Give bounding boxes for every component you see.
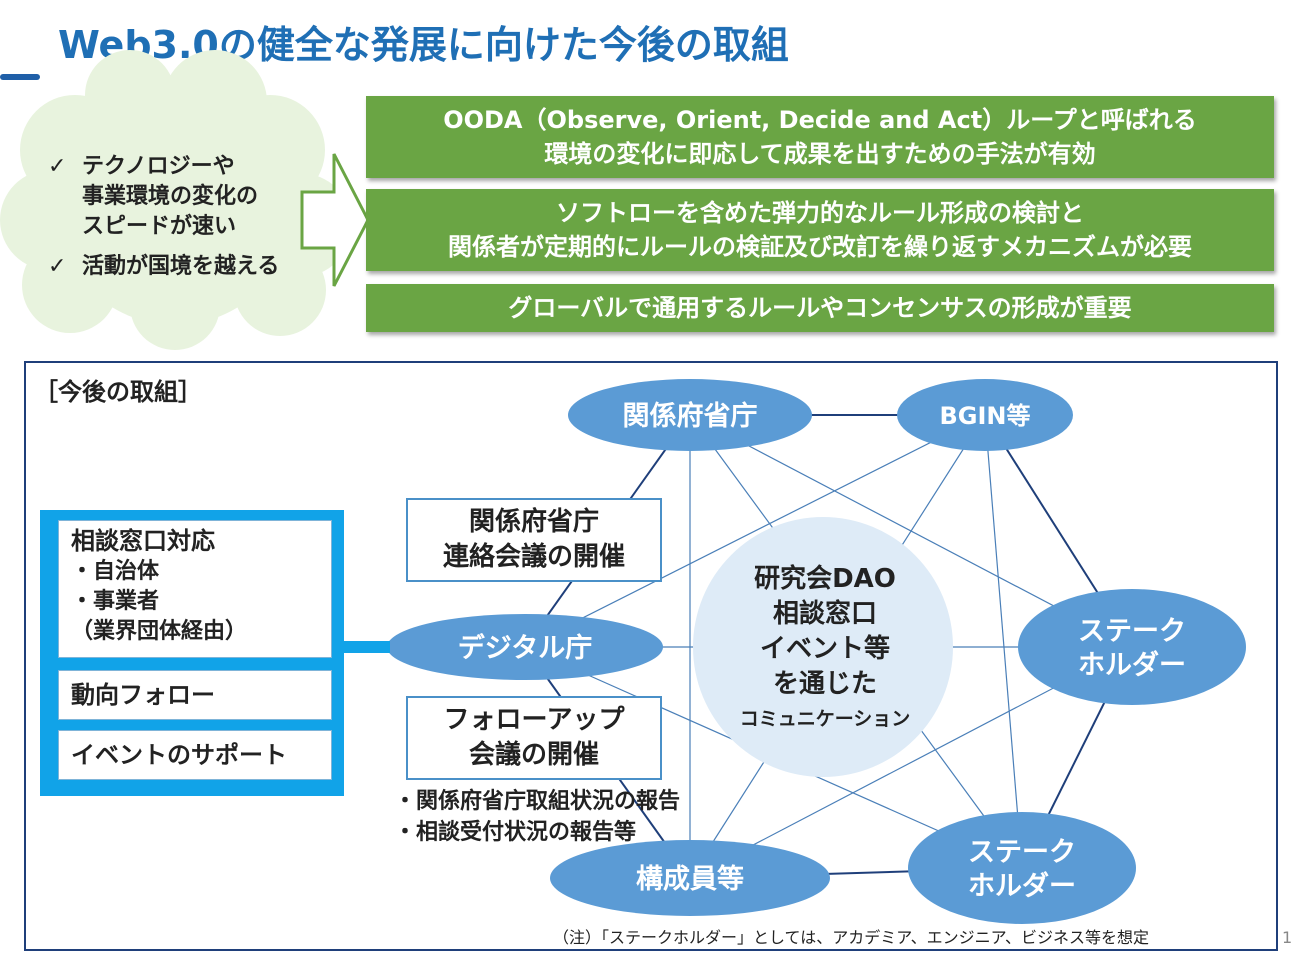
cloud-list: ✓ テクノロジーや 事業環境の変化の スピードが速い ✓ 活動が国境を越える [48, 152, 279, 292]
green-box-line: OODA（Observe, Orient, Decide and Act）ループ… [443, 106, 1197, 134]
liaison-meeting-box: 関係府省庁 連絡会議の開催 [406, 498, 662, 582]
node-digital-agency [387, 614, 663, 680]
cloud-item-text: テクノロジーや 事業環境の変化の スピードが速い [82, 154, 259, 239]
node-label: ステーク [1078, 616, 1186, 647]
node-ministries [568, 379, 812, 451]
panel-connector [344, 641, 390, 653]
page-number: 1 [1282, 928, 1293, 947]
page-title: Web3.0の健全な発展に向けた今後の取組 [58, 23, 789, 67]
green-box-line: 環境の変化に即応して成果を出すための手法が有効 [544, 140, 1096, 168]
cloud-item-text: 活動が国境を越える [82, 254, 280, 279]
center-text: 研究会DAO 相談窓口 イベント等 を通じた コミュニケーション [720, 562, 930, 737]
node-stakeholder-1 [1018, 589, 1246, 705]
footnote: （注）「ステークホルダー」としては、アカデミア、エンジニア、ビジネス等を想定 [553, 928, 1150, 947]
node-label: ホルダー [968, 870, 1076, 902]
consultation-box: 相談窓口対応 ・自治体 ・事業者 （業界団体経由） [58, 520, 332, 658]
green-box-line: ソフトローを含めた弾力的なルール形成の検討と [556, 199, 1084, 227]
followup-note: ・相談受付状況の報告等 [394, 820, 637, 845]
consultation-item: （業界団体経由） [71, 619, 248, 644]
meeting-line: 連絡会議の開催 [442, 542, 625, 572]
center-line: 相談窓口 [772, 599, 877, 629]
node-label: 関係府省庁 [623, 400, 758, 432]
title-accent-bar [0, 74, 40, 80]
center-line: を通じた [772, 669, 877, 699]
meeting-line: フォローアップ [443, 705, 625, 735]
green-box-line: グローバルで通用するルールやコンセンサスの形成が重要 [508, 294, 1132, 322]
followup-notes: ・関係府省庁取組状況の報告 ・相談受付状況の報告等 [394, 786, 680, 848]
followup-note: ・関係府省庁取組状況の報告 [394, 789, 681, 814]
consultation-item: ・自治体 [71, 559, 160, 584]
node-label: デジタル庁 [458, 632, 592, 664]
green-box-line: 関係者が定期的にルールの検証及び改訂を繰り返すメカニズムが必要 [448, 233, 1192, 261]
future-actions-frame [24, 361, 1278, 951]
consultation-item: ・事業者 [71, 589, 160, 614]
node-label: BGIN等 [939, 402, 1030, 430]
node-label: ステーク [968, 837, 1076, 868]
followup-meeting-box: フォローアップ 会議の開催 [406, 696, 662, 780]
node-bgin [897, 379, 1073, 451]
node-label: 構成員等 [636, 863, 744, 895]
cloud-item: ✓ 活動が国境を越える [48, 252, 279, 282]
consultation-head: 相談窓口対応 [71, 527, 215, 555]
center-circle [693, 517, 953, 777]
meeting-line: 関係府省庁 [468, 507, 599, 537]
node-members [550, 840, 830, 916]
event-support-box: イベントのサポート [58, 730, 332, 780]
green-box-ooda: OODA（Observe, Orient, Decide and Act）ループ… [366, 96, 1274, 178]
center-line-small: コミュニケーション [739, 708, 911, 730]
node-stakeholder-2 [908, 812, 1136, 924]
section-label: ［今後の取組］ [34, 378, 202, 406]
check-icon: ✓ [48, 154, 67, 179]
cloud-item: ✓ テクノロジーや 事業環境の変化の スピードが速い [48, 152, 279, 242]
center-line: 研究会DAO [754, 564, 896, 594]
meeting-line: 会議の開催 [468, 740, 599, 770]
green-box-softlaw: ソフトローを含めた弾力的なルール形成の検討と 関係者が定期的にルールの検証及び改… [366, 189, 1274, 271]
center-line: イベント等 [759, 634, 890, 664]
trend-follow-box: 動向フォロー [58, 670, 332, 720]
green-box-global: グローバルで通用するルールやコンセンサスの形成が重要 [366, 284, 1274, 332]
node-label: ホルダー [1078, 649, 1186, 681]
right-arrow-icon [300, 153, 370, 287]
check-icon: ✓ [48, 254, 67, 279]
